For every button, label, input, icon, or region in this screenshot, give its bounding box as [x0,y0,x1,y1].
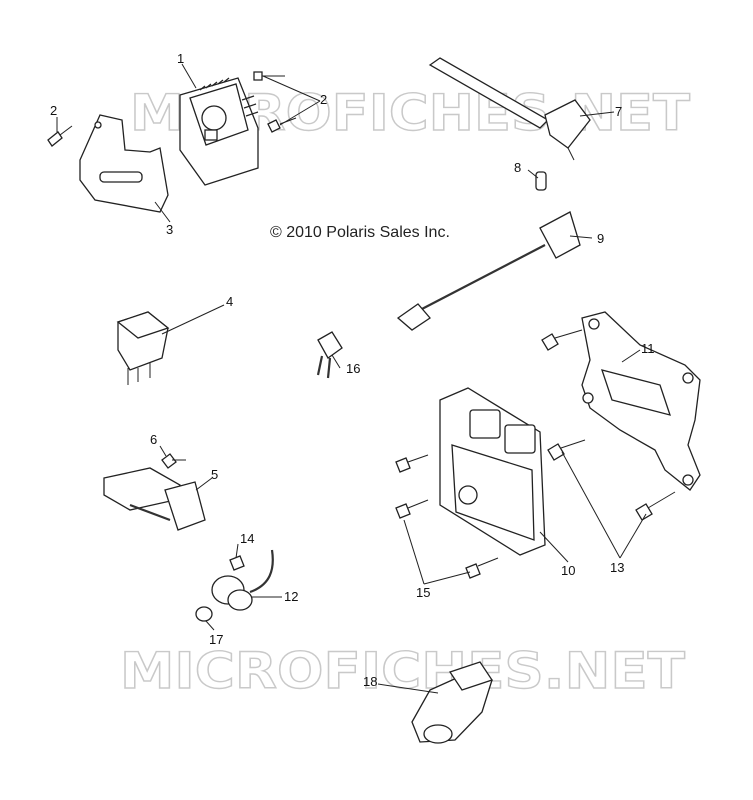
callout-9: 9 [597,231,604,246]
callout-5: 5 [211,467,218,482]
callout-18: 18 [363,674,377,689]
part-13-bolt-top [541,329,583,351]
part-4-relay [116,311,170,385]
callout-1: 1 [177,51,184,66]
callout-2-right: 2 [320,92,327,107]
part-12-sensor [211,549,274,611]
callout-2-left: 2 [50,103,57,118]
part-11-frame [581,311,701,491]
part-15-bolt-2 [395,499,429,519]
callout-16: 16 [346,361,360,376]
part-17-o-ring [195,606,213,622]
callout-13: 13 [610,560,624,575]
part-1-module [179,77,259,186]
callout-4: 4 [226,294,233,309]
copyright-text: © 2010 Polaris Sales Inc. [270,224,450,241]
callout-10: 10 [561,563,575,578]
part-8-pin [535,171,547,191]
part-6-push-pin [161,453,186,469]
part-18-sensor [411,661,494,744]
part-9-harness [396,211,581,331]
part-7-sensor [428,57,591,161]
callout-8: 8 [514,160,521,175]
part-5-connector [103,467,206,531]
part-2-screw-upper [253,71,285,81]
callout-15: 15 [416,585,430,600]
part-14-bolt [229,555,245,571]
leader-lines [56,63,647,694]
part-10-ecu [439,387,546,556]
callout-11: 11 [641,341,655,356]
part-13-bolt-bottom [635,491,676,521]
callout-3: 3 [166,222,173,237]
callout-14: 14 [240,531,254,546]
part-2-screw-left [47,125,73,147]
callout-17: 17 [209,632,223,647]
watermark-bottom: MICROFICHES.NET [120,642,685,700]
part-15-bolt-3 [465,557,499,579]
part-3-bracket [79,114,169,213]
callout-12: 12 [284,589,298,604]
callout-6: 6 [150,432,157,447]
part-13-bolt-middle [547,439,586,461]
part-16-switch [316,331,343,379]
part-15-bolt-1 [395,454,429,473]
callout-7: 7 [615,104,622,119]
